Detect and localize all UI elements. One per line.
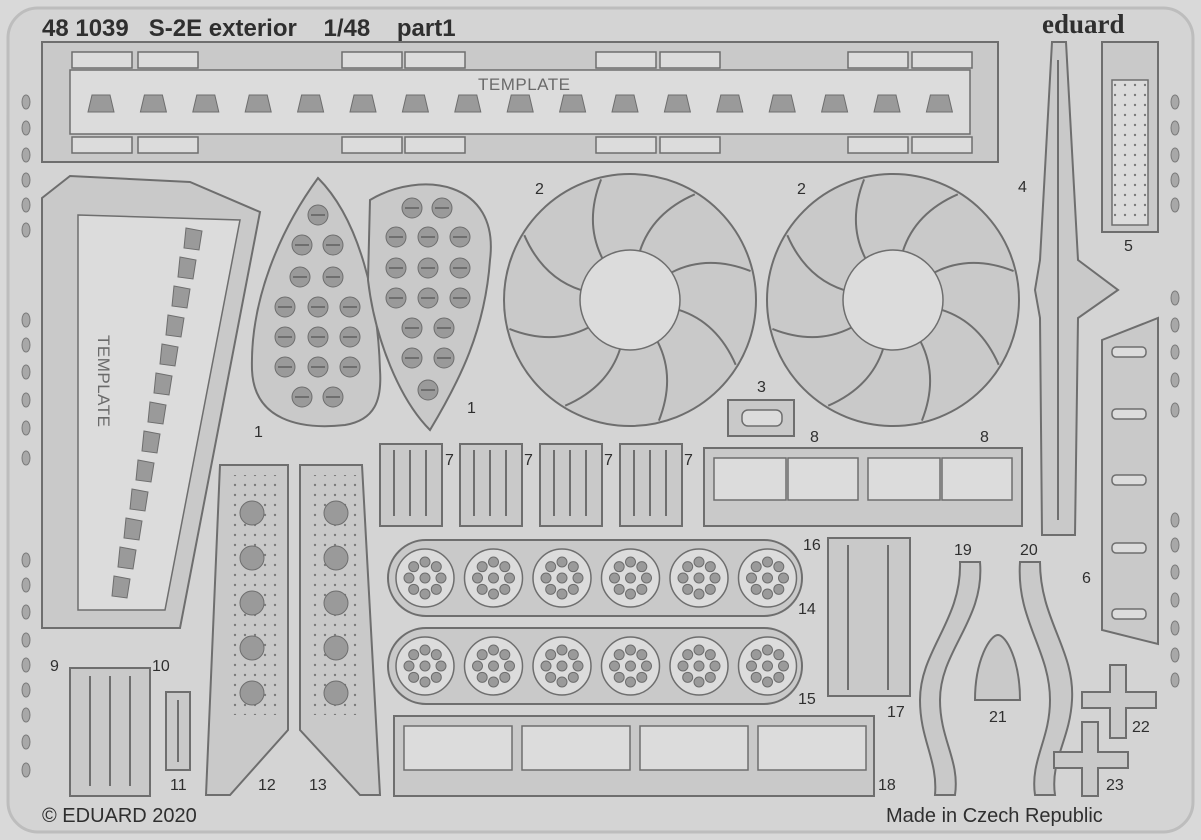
part-label: 2	[535, 181, 544, 198]
part-2-disc-right	[766, 173, 1020, 427]
sheet-title: 48 1039 S-2E exterior 1/48 part1	[42, 15, 456, 42]
part-9-10	[69, 667, 151, 797]
part-label: 19	[954, 542, 972, 559]
part-6	[1101, 316, 1159, 646]
part-label: 9	[50, 658, 59, 675]
part-label: 17	[887, 704, 905, 721]
part-label: 13	[309, 777, 327, 794]
part-2-disc-left	[503, 173, 757, 427]
part-3	[727, 399, 795, 437]
part-label: 4	[1018, 179, 1027, 196]
part-13	[299, 464, 382, 796]
part-label: 22	[1132, 719, 1150, 736]
edge-drop-markers	[21, 94, 1180, 778]
part-label: 7	[445, 452, 454, 469]
part-21	[973, 633, 1022, 701]
part-label: 7	[524, 452, 533, 469]
part-label: 8	[980, 429, 989, 446]
part-label: 12	[258, 777, 276, 794]
part-label: 16	[803, 537, 821, 554]
part-label: 11	[170, 777, 187, 794]
left-template-part: TEMPLATE	[41, 174, 262, 629]
part-label: 1	[254, 424, 263, 441]
part-label: 21	[989, 709, 1007, 726]
part-1-left	[250, 176, 382, 428]
part-label: 15	[798, 691, 816, 708]
copyright-text: © EDUARD 2020	[42, 805, 197, 827]
top-template-part: TEMPLATE	[41, 41, 999, 163]
part-label: 2	[797, 181, 806, 198]
top-template-label: TEMPLATE	[478, 75, 570, 94]
part-19	[918, 561, 982, 796]
left-template-label: TEMPLATE	[94, 335, 113, 427]
part-1-right	[366, 183, 492, 432]
part-label: 3	[757, 379, 766, 396]
part-label: 5	[1124, 238, 1133, 255]
part-20	[1018, 561, 1074, 796]
part-7-group	[379, 443, 683, 527]
part-label: 7	[604, 452, 613, 469]
eduard-logo: eduard	[1042, 9, 1125, 39]
origin-text: Made in Czech Republic	[886, 805, 1103, 827]
part-label: 7	[684, 452, 693, 469]
part-14-row	[387, 539, 803, 617]
part-11	[165, 691, 191, 771]
part-label: 20	[1020, 542, 1038, 559]
part-12	[204, 464, 289, 796]
part-label: 8	[810, 429, 819, 446]
part-label: 1	[467, 400, 476, 417]
part-label: 10	[152, 658, 170, 675]
part-16-17	[827, 537, 911, 697]
part-label: 23	[1106, 777, 1124, 794]
part-label: 18	[878, 777, 896, 794]
part-23	[1053, 721, 1129, 797]
part-18	[393, 715, 875, 797]
part-8-group	[703, 447, 1023, 527]
part-4	[1033, 41, 1120, 536]
part-label: 14	[798, 601, 816, 618]
part-22	[1081, 664, 1157, 739]
part-label: 6	[1082, 570, 1091, 587]
part-5	[1101, 41, 1159, 233]
part-15-row	[387, 627, 803, 705]
